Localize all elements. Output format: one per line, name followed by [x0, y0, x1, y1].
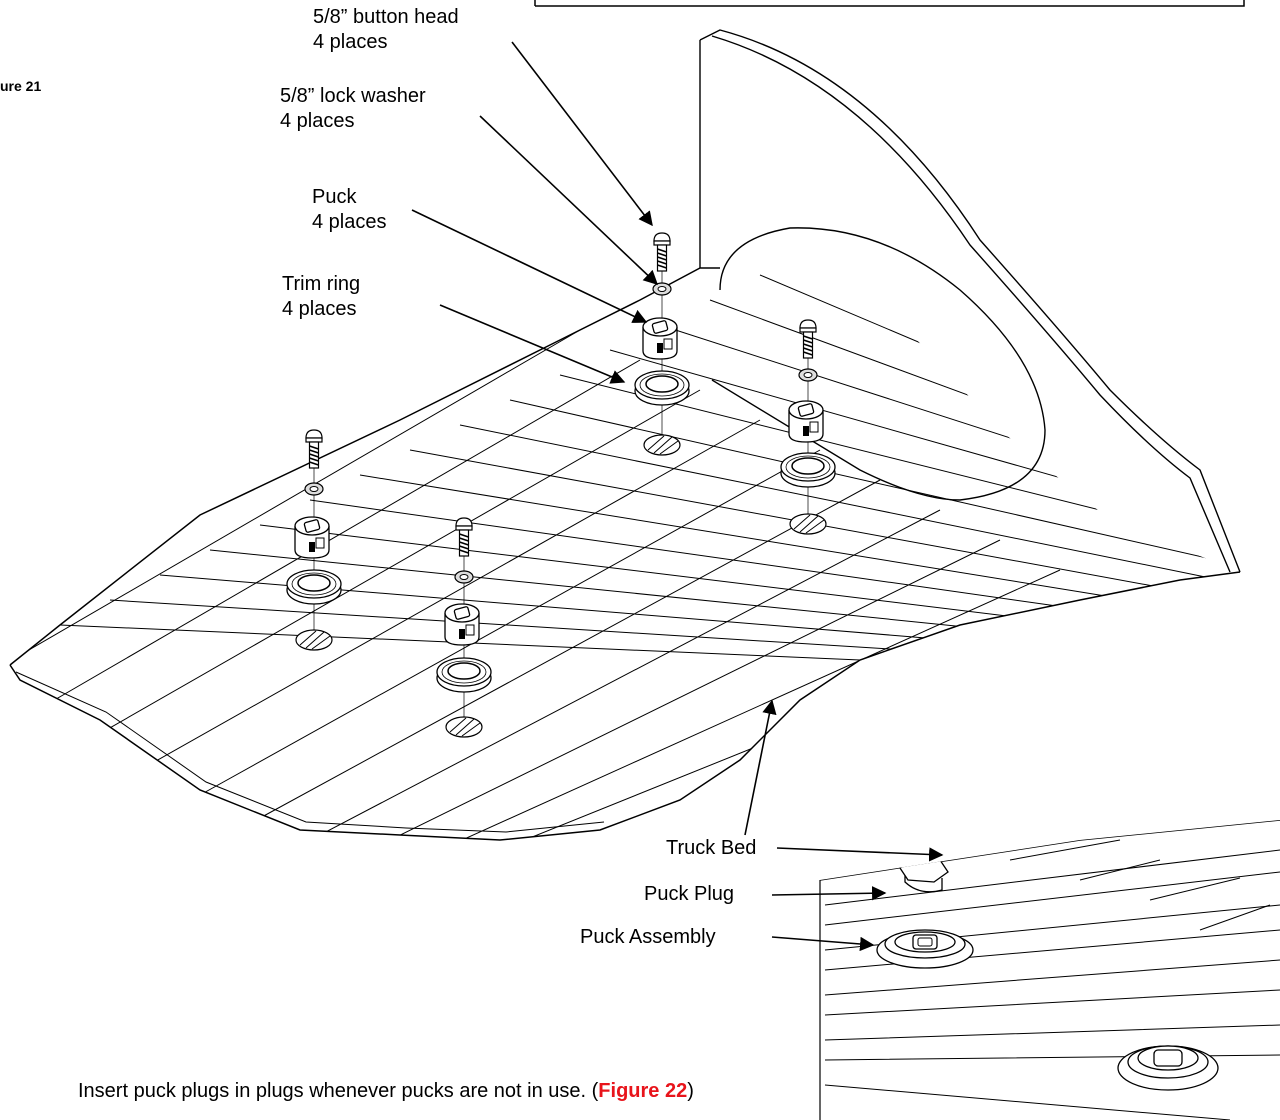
label-puck-plug: Puck Plug	[644, 883, 735, 905]
bed-hole-icon	[643, 434, 681, 456]
lock-washer-icon	[454, 570, 474, 584]
button-head-screw-icon	[653, 232, 671, 272]
figure-22-reference[interactable]: Figure 22	[598, 1080, 688, 1102]
bed-hole-icon	[445, 716, 483, 738]
hardware-stack-front-right	[436, 517, 492, 738]
label-puck-assembly: Puck Assembly	[580, 926, 716, 948]
puck-icon	[788, 400, 824, 443]
instruction-caption: Insert puck plugs in plugs whenever puck…	[78, 1080, 694, 1102]
bed-side-wall	[699, 29, 1241, 573]
bed-hole-icon	[295, 629, 333, 651]
callout-lock-washer: 5/8” lock washer 4 places	[280, 85, 426, 132]
lock-washer-icon	[798, 368, 818, 382]
figure-label: ure 21	[0, 78, 42, 94]
trim-ring-icon	[780, 452, 836, 488]
button-head-screw-icon	[305, 429, 323, 469]
truck-bed-floor	[9, 267, 1241, 841]
lock-washer-icon	[304, 482, 324, 496]
bed-hole-icon	[789, 513, 827, 535]
puck-icon	[876, 929, 974, 969]
puck-icon	[294, 516, 330, 559]
lock-washer-icon	[652, 282, 672, 296]
label-truck-bed: Truck Bed	[666, 837, 757, 859]
hardware-stack-rear-left	[634, 232, 690, 456]
hardware-stack-rear-right	[780, 319, 836, 535]
callout-trim-ring: Trim ring 4 places	[282, 273, 361, 320]
trim-ring-icon	[634, 370, 690, 406]
puck-icon	[642, 317, 678, 360]
leader-arrows	[411, 41, 944, 952]
callout-puck: Puck 4 places	[312, 186, 387, 233]
trim-ring-icon	[286, 569, 342, 605]
puck-icon	[444, 603, 480, 646]
button-head-screw-icon	[799, 319, 817, 359]
callout-button-head: 5/8” button head 4 places	[313, 6, 459, 53]
puck-plug-icon	[899, 857, 949, 893]
hardware-stack-front-left	[286, 429, 342, 651]
trim-ring-icon	[436, 657, 492, 693]
detail-view	[819, 820, 1280, 1120]
puck-icon	[1117, 1045, 1219, 1091]
